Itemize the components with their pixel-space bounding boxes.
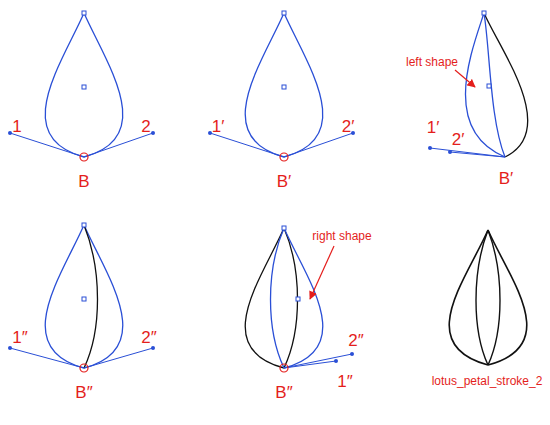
petal-outline <box>84 225 123 368</box>
anchor-label: B″ <box>75 384 92 401</box>
handle-line <box>10 348 84 368</box>
selected-anchor <box>80 153 88 161</box>
petal-outline <box>488 230 527 365</box>
handle-point <box>208 131 212 135</box>
anchor-square <box>282 11 286 15</box>
left-shape-outline <box>484 13 505 157</box>
callout-number: 1 <box>12 118 21 135</box>
left-shape-outline <box>465 13 505 157</box>
petal-outline <box>284 13 323 157</box>
anchor-square <box>82 297 86 301</box>
handle-line <box>10 133 84 157</box>
anchor-square <box>282 226 286 230</box>
callout-number: 1″ <box>337 373 352 390</box>
selected-anchor <box>80 364 88 372</box>
callout-number: 1′ <box>212 118 225 135</box>
anchor-label: B″ <box>275 384 292 401</box>
inner-curve <box>488 230 500 365</box>
caption-text: lotus_petal_stroke_2 <box>432 375 543 387</box>
handle-line <box>284 133 353 157</box>
anchor-square <box>82 85 86 89</box>
petal-outline <box>45 225 84 368</box>
handle-line <box>84 133 153 157</box>
handle-point <box>448 150 452 154</box>
handle-line <box>450 152 505 157</box>
selected-anchor <box>280 364 288 372</box>
anchor-label: B′ <box>277 173 292 190</box>
handle-point <box>334 359 338 363</box>
callout-arrow <box>455 70 475 87</box>
anchor-label: B <box>78 173 89 190</box>
inner-curve <box>476 230 488 365</box>
right-shape-outline <box>271 228 285 368</box>
handle-point <box>350 352 354 356</box>
handle-line <box>284 354 352 368</box>
handle-line <box>430 148 505 157</box>
callout-number: 2′ <box>452 131 465 148</box>
callout-number: 1′ <box>427 119 440 136</box>
petal-outline <box>245 228 284 368</box>
petal-outline <box>45 13 84 157</box>
selected-anchor <box>280 153 288 161</box>
callout-number: 2 <box>141 118 150 135</box>
anchor-square <box>487 84 491 88</box>
inner-curve <box>284 228 298 368</box>
anchor-square <box>82 223 86 227</box>
handle-point <box>151 346 155 350</box>
callout-number: 2″ <box>348 332 363 349</box>
handle-point <box>8 131 12 135</box>
callout-number: 1″ <box>12 329 27 346</box>
handle-line <box>84 348 153 368</box>
callout-number: 2′ <box>342 118 355 135</box>
handle-point <box>151 131 155 135</box>
handle-line <box>210 133 284 157</box>
callout-number: 2″ <box>141 329 156 346</box>
anchor-square <box>296 297 300 301</box>
anchor-square <box>82 11 86 15</box>
anchor-square <box>282 85 286 89</box>
handle-point <box>8 346 12 350</box>
petal-outline <box>484 13 528 157</box>
callout-text: left shape <box>406 56 458 68</box>
anchor-square <box>482 11 486 15</box>
callout-text: right shape <box>312 230 371 242</box>
petal-outline <box>449 230 488 365</box>
handle-point <box>428 146 432 150</box>
petal-outline <box>84 13 123 157</box>
callout-arrow <box>310 246 334 299</box>
handle-line <box>284 361 336 368</box>
petal-outline <box>245 13 284 157</box>
anchor-label: B′ <box>499 170 514 187</box>
right-shape-outline <box>284 228 323 368</box>
